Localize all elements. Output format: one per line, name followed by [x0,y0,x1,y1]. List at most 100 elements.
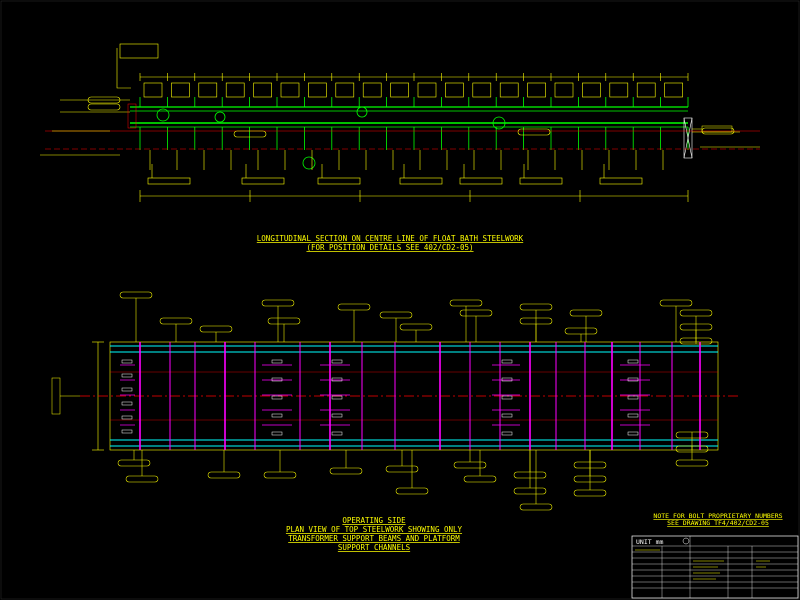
bay-label-box [335,82,355,98]
callout-bubble [267,317,301,325]
callout-bubble [463,475,497,483]
bolt-detail [121,429,133,434]
callout-bubble [519,503,553,511]
callout-bubble [159,317,193,325]
bay-label-box [636,82,656,98]
bolt-detail [271,377,283,382]
note-line1: NOTE FOR BOLT PROPRIETARY NUMBERS [653,512,782,520]
top-dimension-chain [139,73,689,98]
callout-bubble [119,291,153,299]
callout-box [147,177,191,185]
callout-bubble [125,475,159,483]
bolt-detail [331,395,343,400]
bay-label-box [143,82,163,98]
plan-title-line3: TRANSFORMER SUPPORT BEAMS AND PLATFORM [288,534,460,543]
bay-label-box [582,82,601,98]
section-title-line2: (FOR POSITION DETAILS SEE 402/CD2-05) [306,243,473,252]
bay-label-box [253,82,272,98]
callout-bubble [564,327,598,335]
bolt-detail [627,431,639,436]
bay-label-box [527,82,546,98]
callout-bubble [207,471,241,479]
bolt-detail [271,431,283,436]
bay-label-box [499,82,519,98]
bay-label-box [390,82,409,98]
callout-box [519,177,563,185]
callout-box [599,177,643,185]
bolt-detail [501,395,513,400]
callout-bubble [459,309,493,317]
callout-bubble [261,299,295,307]
bolt-detail [121,373,133,378]
bolt-detail [501,413,513,418]
callout-bubble [199,325,233,333]
title-block: UNIT mm [631,535,799,599]
callout-bubble [263,471,297,479]
bolt-detail [331,413,343,418]
bolt-detail [501,377,513,382]
callout-bubble [385,465,419,473]
bay-label-box [171,82,190,98]
callout-bubble [453,461,487,469]
bay-label-box [472,82,492,98]
bolt-detail [627,377,639,382]
bay-label-box [362,82,382,98]
bolt-detail [331,377,343,382]
bath-level-lines [45,130,760,150]
centre-line-label [51,377,80,415]
callout-bubble [513,487,547,495]
bay-label-box [280,82,300,98]
callout-bubble [449,299,483,307]
callout-bubble [519,303,553,311]
end-frame [683,117,693,159]
bolt-detail [121,359,133,364]
bay-label-box [664,82,683,98]
bolt-detail [121,415,133,420]
longitudinal-section [40,43,760,202]
callout-bubble [679,309,713,317]
callout-bubble [379,311,413,319]
callout-bubble [569,309,603,317]
callout-bubble [395,487,429,495]
plan-title-line4: SUPPORT CHANNELS [338,543,411,552]
callout-box [459,177,503,185]
bay-label-box [225,82,245,98]
platform-support-channels [110,345,718,447]
unit-label: UNIT mm [636,538,663,546]
bolt-detail [271,395,283,400]
plan-title-line1: OPERATING SIDE [342,516,406,525]
section-title-line1: LONGITUDINAL SECTION ON CENTRE LINE OF F… [257,234,524,243]
projection-symbol [682,537,690,545]
float-bath-steelwork [130,97,689,170]
plan-view [51,291,740,511]
bolt-detail [271,413,283,418]
bolt-detail [121,401,133,406]
bay-label-box [308,82,327,98]
bay-label-box [609,82,629,98]
level-marker-top [116,43,159,89]
centre-line [80,371,740,421]
bolt-detail [627,395,639,400]
bottom-dimension-chain [139,190,689,202]
callout-box [317,177,361,185]
callout-bubble [399,323,433,331]
bolt-detail [627,413,639,418]
transformer-support-beams [120,342,701,450]
callout-bubble [117,459,151,467]
bolt-detail [121,387,133,392]
bolt-detail [501,359,513,364]
bolt-detail [331,431,343,436]
bolt-detail [271,359,283,364]
callout-bubble [329,467,363,475]
bolt-detail [331,359,343,364]
bay-label-box [417,82,437,98]
bolt-detail [501,431,513,436]
callout-bubble [517,128,551,136]
bay-label-box [198,82,218,98]
note-line2: SEE DRAWING TF4/402/CD2-05 [667,519,769,527]
callout-bubble [87,103,121,111]
bay-label-box [554,82,574,98]
